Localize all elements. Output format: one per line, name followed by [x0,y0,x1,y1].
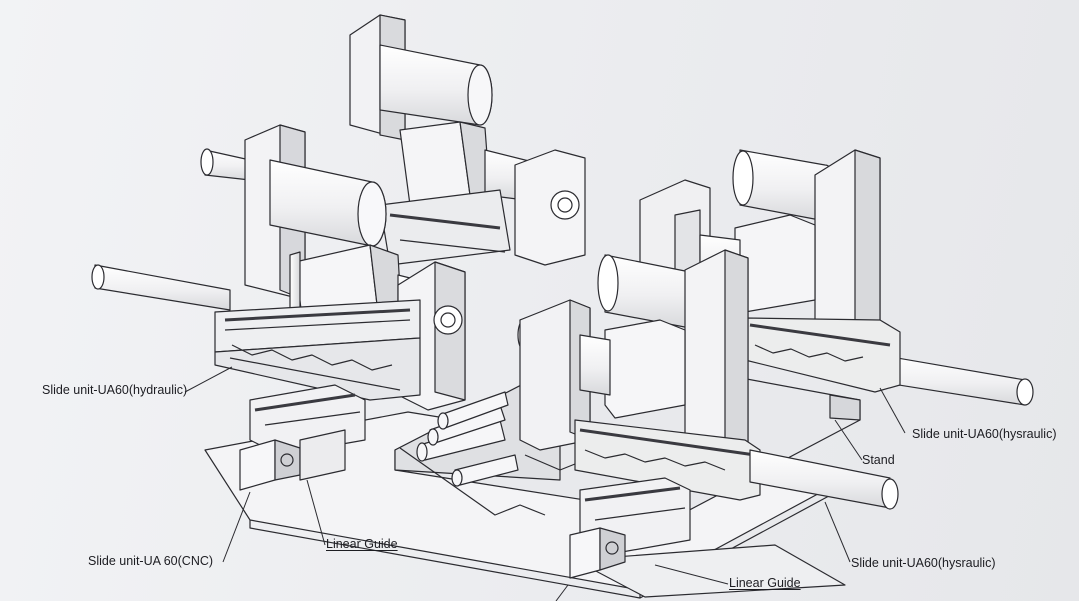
slide-unit-back-left [349,14,586,266]
label-slide-unit-cnc: Slide unit-UA 60(CNC) [88,554,214,568]
label-linear-guide-bottom: Linear Guide [729,576,801,590]
slide-unit-front-left [91,124,466,411]
slide-unit-cnc-left [239,384,366,491]
label-slide-unit-hydraulic: Slide unit-UA60(hydraulic) [42,383,188,397]
label-linear-guide-left: Linear Guide [326,537,398,551]
label-slide-unit-hysraulic-right: Slide unit-UA60(hysraulic) [912,427,1057,441]
slide-unit-back-right [639,149,1034,406]
label-slide-unit-hysraulic-bottom: Slide unit-UA60(hysraulic) [851,556,996,570]
label-stand: Stand [862,453,895,467]
slide-unit-cnc-right [569,477,691,579]
leader-lines [184,366,906,601]
slide-unit-front-right [519,249,899,510]
